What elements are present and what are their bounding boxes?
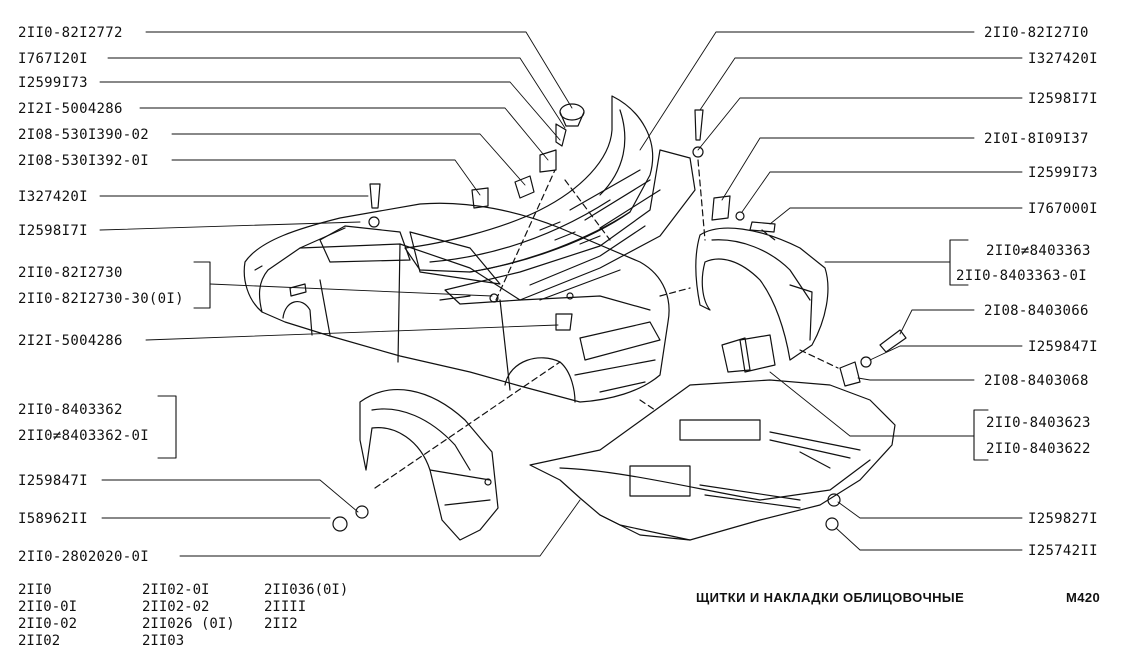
label-brackets [157, 239, 989, 461]
part-label: I767I20I [18, 51, 88, 67]
leader-lines-left [99, 31, 581, 557]
part-label: I2599I73 [18, 75, 88, 91]
model-code: 2II0-02 [18, 616, 78, 632]
part-label: 2II0≠8403362-0I [18, 428, 149, 444]
part-label: 2I08-530I392-0I [18, 153, 149, 169]
page-code: M420 [1066, 590, 1101, 605]
hardware-parts [332, 103, 907, 532]
leader-lines-right [639, 31, 1023, 551]
model-code: 2II026 (0I) [142, 616, 235, 632]
page-title: ЩИТКИ И НАКЛАДКИ ОБЛИЦОВОЧНЫЕ [696, 590, 965, 605]
car-body-outline [243, 202, 670, 403]
part-label: 2I0I-8I09I37 [984, 131, 1089, 147]
part-label: I259847I [18, 473, 88, 489]
part-label: 2II0-82I2730-30(0I) [18, 291, 184, 307]
front-bumper-outline [404, 95, 696, 305]
splash-shield-outline [529, 379, 896, 541]
part-label: I25742II [1028, 543, 1098, 559]
model-code: 2II0-0I [18, 599, 78, 615]
part-label: I327420I [18, 189, 88, 205]
model-code: 2II036(0I) [264, 582, 349, 598]
part-label: 2I08-8403066 [984, 303, 1089, 319]
part-label: 2I08-530I390-02 [18, 127, 149, 143]
model-code: 2II2 [264, 616, 298, 632]
model-code: 2IIII [264, 599, 307, 615]
left-fender-liner-outline [359, 389, 499, 541]
part-label: I58962II [18, 511, 88, 527]
part-label: 2I08-8403068 [984, 373, 1089, 389]
part-label: 2II0-82I2730 [18, 265, 123, 281]
model-code: 2II02-0I [142, 582, 210, 598]
part-label: I259847I [1028, 339, 1098, 355]
model-code: 2II02 [18, 633, 61, 649]
part-label: I259827I [1028, 511, 1098, 527]
assembly-lines [374, 159, 839, 489]
right-fender-liner-outline [695, 227, 829, 373]
part-label: 2II0-8403622 [986, 441, 1091, 457]
part-label: 2II0-8403623 [986, 415, 1091, 431]
model-code: 2II0 [18, 582, 52, 598]
part-label: 2I2I-5004286 [18, 101, 123, 117]
part-label: 2II0-2802020-0I [18, 549, 149, 565]
part-label: 2II0-82I2772 [18, 25, 123, 41]
part-label: 2II0≠8403363 [986, 243, 1091, 259]
part-label: 2II0-8403363-0I [956, 268, 1087, 284]
model-code: 2II03 [142, 633, 185, 649]
part-label: I327420I [1028, 51, 1098, 67]
model-code: 2II02-02 [142, 599, 210, 615]
part-label: 2I2I-5004286 [18, 333, 123, 349]
part-label: I767000I [1028, 201, 1098, 217]
part-label: I2598I7I [1028, 91, 1098, 107]
part-label: 2II0-82I27I0 [984, 25, 1089, 41]
part-label: 2II0-8403362 [18, 402, 123, 418]
part-label: I2598I7I [18, 223, 88, 239]
part-label: I2599I73 [1028, 165, 1098, 181]
